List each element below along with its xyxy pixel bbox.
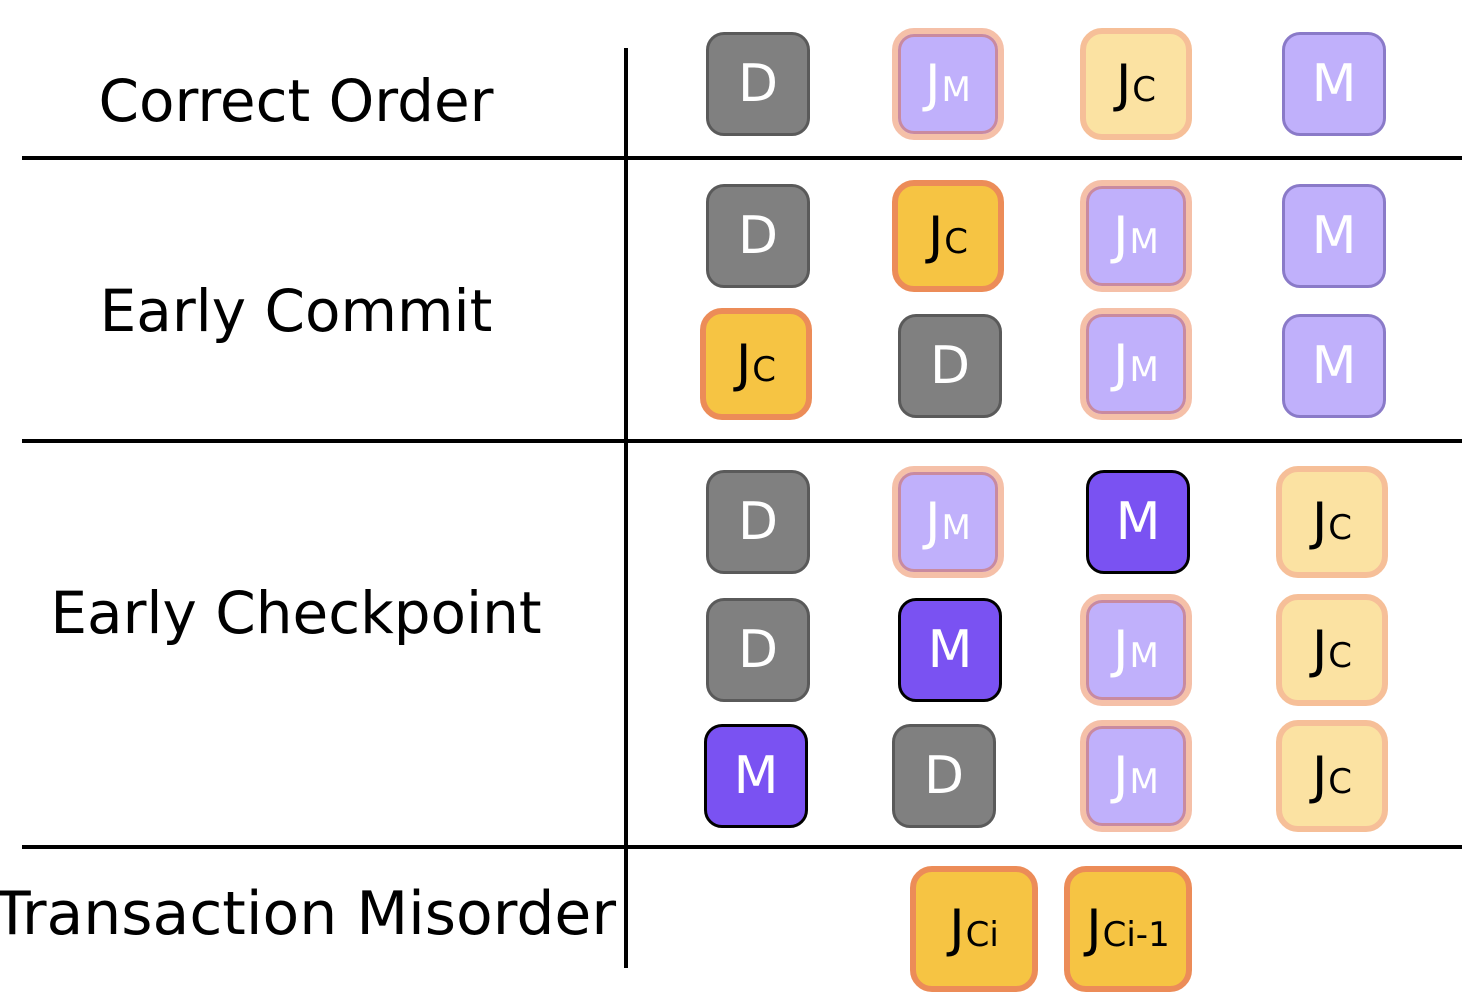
row-label-early-commit: Early Commit [99, 277, 493, 345]
tile-data-block: D [706, 184, 810, 288]
row-divider [22, 845, 1462, 849]
tile-metadata-checkpointed: M [704, 724, 808, 828]
tile-metadata: M [1282, 32, 1386, 136]
tile-data-block: D [706, 470, 810, 574]
tile-metadata: M [1282, 314, 1386, 418]
row-label-transaction-misorder: Transaction Misorder [0, 879, 617, 949]
tile-metadata: M [1282, 184, 1386, 288]
row-label-correct-order: Correct Order [98, 67, 494, 135]
row-label-early-checkpoint: Early Checkpoint [50, 579, 542, 647]
row-divider [22, 156, 1462, 160]
tile-data-block: D [706, 598, 810, 702]
tile-data-block: D [898, 314, 1002, 418]
tile-metadata-checkpointed: M [1086, 470, 1190, 574]
tile-data-block: D [892, 724, 996, 828]
tile-metadata-checkpointed: M [898, 598, 1002, 702]
column-divider [624, 48, 628, 968]
row-divider [22, 439, 1462, 443]
tile-data-block: D [706, 32, 810, 136]
